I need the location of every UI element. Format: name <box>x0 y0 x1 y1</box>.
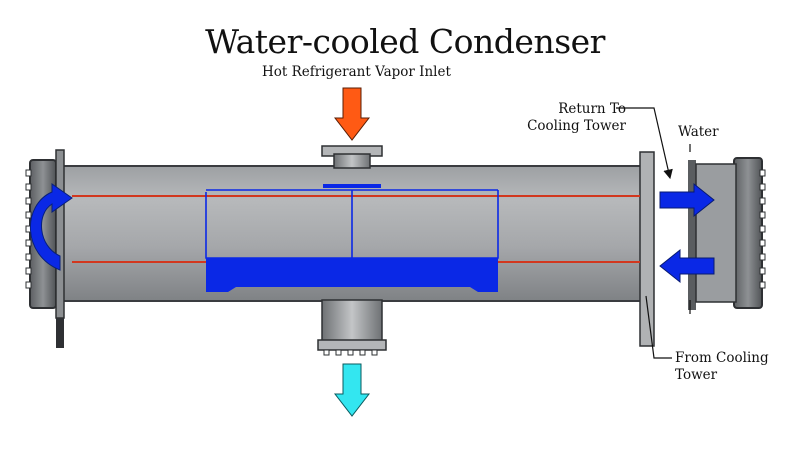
water-return-arrow <box>659 182 715 218</box>
liquid-outlet-nozzle <box>317 299 387 356</box>
liquid-refrigerant-cutaway <box>205 184 499 292</box>
vapor-inlet-arrow <box>333 87 371 141</box>
return-to-tower-label-line1: Return To <box>558 101 626 117</box>
vapor-inlet-label: Hot Refrigerant Vapor Inlet <box>262 64 451 80</box>
return-leader-line <box>616 107 673 180</box>
return-to-tower-label: Return To Cooling Tower <box>522 101 626 135</box>
vapor-inlet-nozzle <box>321 145 383 169</box>
water-label: Water <box>678 124 719 140</box>
liquid-outlet-arrow <box>333 363 371 417</box>
right-end-cap <box>639 151 766 347</box>
return-to-tower-label-line2: Cooling Tower <box>527 118 626 134</box>
water-supply-arrow <box>659 248 715 284</box>
from-tower-leader-line <box>645 295 672 359</box>
return-flow-curved-arrow <box>30 183 73 271</box>
from-tower-label-line1: From Cooling <box>675 350 769 366</box>
diagram-title: Water-cooled Condenser <box>205 22 605 61</box>
from-tower-label: From Cooling Tower <box>675 350 769 384</box>
from-tower-label-line2: Tower <box>675 367 718 383</box>
